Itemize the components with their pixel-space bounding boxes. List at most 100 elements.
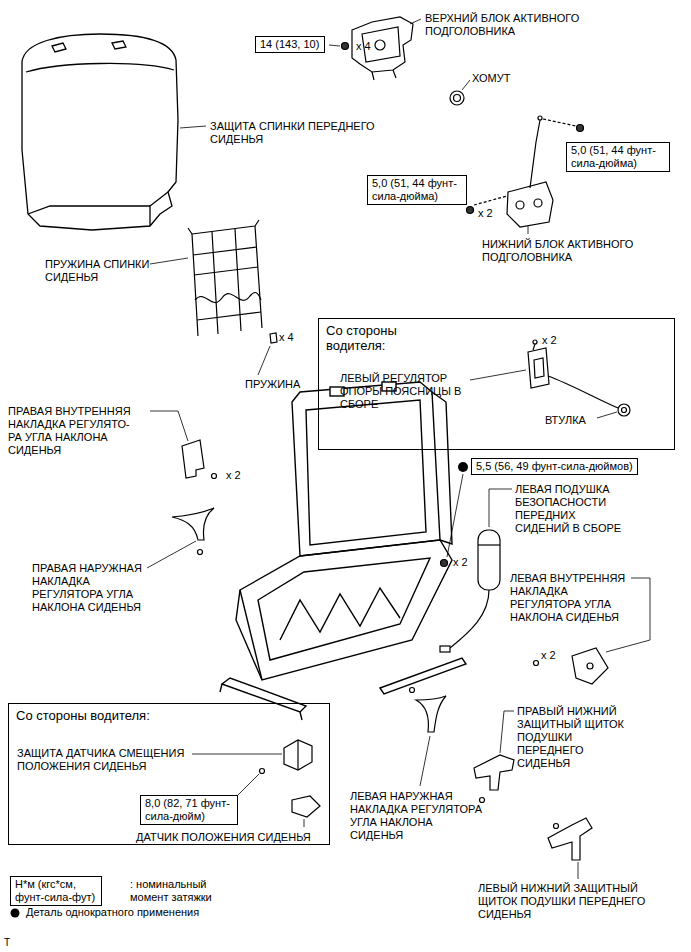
lower-active-headrest-unit	[467, 207, 474, 214]
label-slot: ЗАЩИТА СПИНКИ ПЕРЕДНЕГО СИДЕНЬЯ	[210, 120, 395, 146]
lumbar-support	[533, 340, 537, 344]
recliner-covers-and-shields	[534, 661, 539, 666]
part-label: ЗАЩИТА ДАТЧИКА СМЕЩЕНИЯ ПОЛОЖЕНИЯ СИДЕНЬ…	[17, 747, 197, 773]
seatback-protector	[52, 43, 66, 52]
label-slot: НИЖНИЙ БЛОК АКТИВНОГО ПОДГОЛОВНИКА	[482, 238, 672, 264]
leader-lines	[470, 370, 526, 380]
part-label: x 2	[226, 469, 241, 482]
part-label: ХОМУТ	[472, 72, 510, 85]
part-label: ПРАВАЯ НАРУЖНАЯ НАКЛАДКА РЕГУЛЯТОРА УГЛА…	[32, 562, 150, 614]
seat-position-sensor	[297, 740, 298, 770]
lower-active-headrest-unit	[543, 119, 576, 126]
seat-frame	[432, 392, 452, 544]
part-label: x 2	[478, 207, 493, 220]
seatback-protector	[112, 41, 126, 49]
lumbar-support	[622, 408, 627, 413]
lumbar-support	[528, 340, 630, 416]
clamp	[450, 91, 464, 105]
seat-frame	[220, 382, 466, 720]
upper-active-headrest-unit	[372, 70, 396, 80]
driver-side-box: Со стороны водителя:8,0 (82, 71 фунт- си…	[8, 703, 330, 845]
seat-position-sensor	[260, 740, 321, 817]
seat-position-sensor	[260, 769, 265, 774]
part-label: ПРАВЫЙ НИЖНИЙ ЗАЩИТНЫЙ ЩИТОК ПОДУШКИ ПЕР…	[517, 705, 629, 770]
part-label: x 4	[356, 40, 371, 53]
seat-position-sensor	[292, 796, 320, 817]
legend-text: : номинальный момент затяжки	[130, 878, 242, 904]
legend-text: Деталь однократного применения	[26, 906, 199, 919]
lumbar-support	[548, 376, 618, 408]
box-heading: Со стороны водителя:	[326, 323, 418, 353]
clamp	[450, 91, 464, 105]
side-airbag	[441, 560, 448, 567]
recliner-covers-and-shields	[182, 440, 204, 478]
part-label: ЛЕВАЯ ПОДУШКА БЕЗОПАСНОСТИ ПЕРЕДНИХ СИДЕ…	[515, 483, 627, 535]
recliner-covers-and-shields	[172, 508, 214, 540]
seatback-spring	[195, 293, 261, 303]
lumbar-support	[528, 348, 549, 388]
legend-torque-box: Н*м (кгс*см, фунт-сила-фут)	[10, 876, 102, 906]
part-label: ПРУЖИНА СПИНКИ СИДЕНЬЯ	[45, 258, 165, 284]
seatback-protector	[150, 192, 168, 226]
upper-active-headrest-unit	[342, 17, 414, 80]
seat-frame	[280, 588, 400, 640]
seat-position-sensor	[284, 740, 312, 770]
part-label: x 2	[541, 649, 556, 662]
lower-active-headrest-unit	[530, 120, 540, 188]
side-airbag	[450, 590, 489, 648]
label-slot: ЛЕВАЯ ПОДУШКА БЕЗОПАСНОСТИ ПЕРЕДНИХ СИДЕ…	[515, 483, 627, 535]
side-airbag	[478, 544, 500, 545]
seatback-spring	[192, 226, 262, 336]
recliner-covers-and-shields	[480, 798, 485, 803]
part-label: ПРУЖИНА	[245, 378, 300, 391]
part-label: ЛЕВЫЙ РЕГУЛЯТОР ОПОРЫ ПОЯСНИЦЫ В СБОРЕ	[340, 372, 470, 411]
label-slot: x 2	[541, 649, 556, 662]
seat-frame	[236, 590, 262, 680]
seatback-spring	[270, 333, 277, 343]
torque-box: 5,5 (56, 49 фунт-сила-дюймов)	[471, 458, 638, 475]
label-slot: ПРАВАЯ ВНУТРЕННЯЯ НАКЛАДКА РЕГУЛЯТО- РА …	[8, 405, 140, 457]
part-label: ДАТЧИК ПОЛОЖЕНИЯ СИДЕНЬЯ	[136, 831, 311, 844]
part-label: ЗАЩИТА СПИНКИ ПЕРЕДНЕГО СИДЕНЬЯ	[210, 120, 395, 146]
label-slot: ХОМУТ	[472, 72, 510, 85]
seatback-spring	[188, 220, 277, 343]
label-slot: x 2	[453, 556, 468, 569]
label-slot: ДАТЧИК ПОЛОЖЕНИЯ СИДЕНЬЯ	[136, 831, 311, 844]
label-slot: x 2	[542, 334, 557, 347]
part-label: НИЖНИЙ БЛОК АКТИВНОГО ПОДГОЛОВНИКА	[482, 238, 672, 264]
leader-lines	[597, 412, 617, 418]
label-slot: ЛЕВАЯ ВНУТРЕННЯЯ НАКЛАДКА РЕГУЛЯТОРА УГЛ…	[510, 572, 630, 624]
recliner-covers-and-shields	[212, 474, 217, 479]
torque-value: 5,5 (56, 49 фунт-сила-дюймов)	[476, 460, 633, 473]
leader-lines	[180, 126, 206, 128]
label-slot: ПРУЖИНА СПИНКИ СИДЕНЬЯ	[45, 258, 165, 284]
label-slot: x 2	[478, 207, 493, 220]
lower-active-headrest-unit	[538, 116, 542, 120]
single-use-dot	[11, 462, 469, 918]
leader-lines	[578, 862, 579, 879]
lower-active-headrest-unit	[516, 201, 524, 209]
leader-lines	[462, 80, 470, 90]
part-label: ВЕРХНИЙ БЛОК АКТИВНОГО ПОДГОЛОВНИКА	[425, 12, 625, 38]
leader-lines	[410, 19, 421, 24]
lumbar-support	[618, 404, 630, 416]
seat-frame	[306, 400, 426, 545]
single-use-dot	[11, 909, 20, 918]
seat-frame	[380, 658, 466, 694]
box-heading: Со стороны водителя:	[16, 708, 150, 723]
lumbar-support	[533, 344, 535, 350]
seat-frame	[222, 678, 306, 712]
leader-lines	[447, 474, 463, 557]
lumbar-support	[534, 358, 544, 378]
lower-active-headrest-unit	[577, 125, 584, 132]
seatback-spring	[188, 220, 259, 234]
label-slot: T	[4, 936, 10, 949]
side-airbag	[478, 530, 500, 590]
label-slot: ВТУЛКА	[545, 414, 586, 427]
seatback-spring	[197, 312, 261, 320]
label-slot: x 4	[279, 331, 294, 344]
